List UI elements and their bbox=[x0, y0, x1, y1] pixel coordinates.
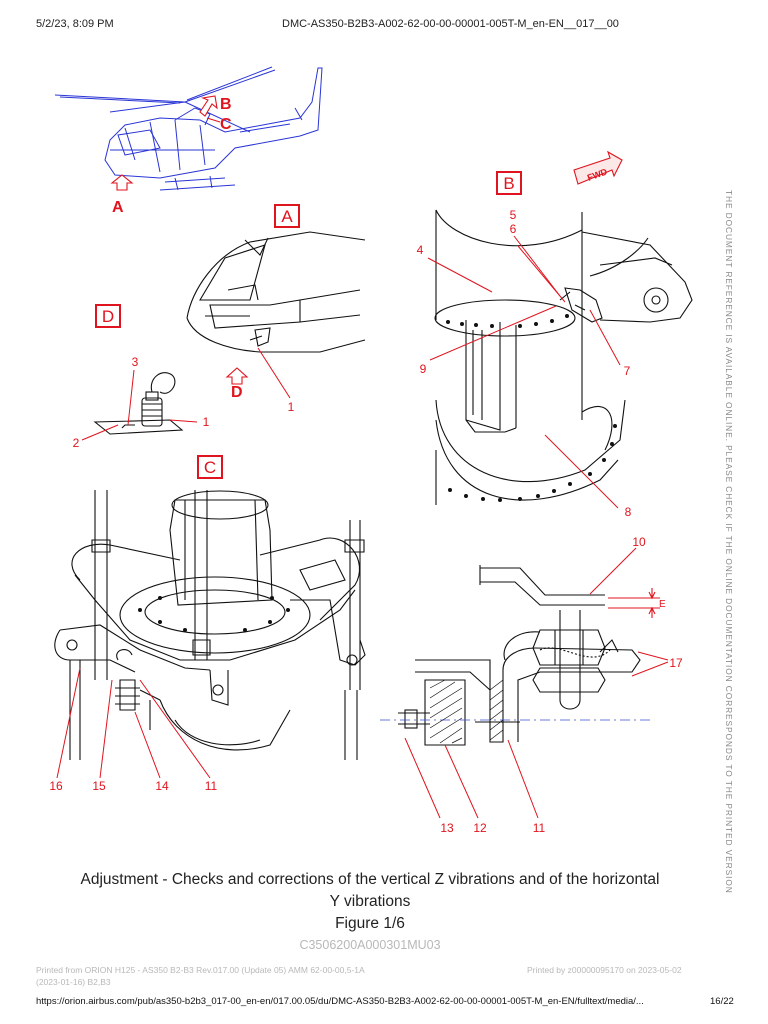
callout-1-detail-a: 1 bbox=[288, 400, 295, 414]
helicopter-overview bbox=[54, 66, 323, 191]
figure-caption-line1: Adjustment - Checks and corrections of t… bbox=[80, 871, 660, 888]
view-label-a: A bbox=[112, 199, 124, 216]
detail-b-drawing bbox=[434, 209, 693, 505]
page-number: 16/22 bbox=[710, 996, 734, 1007]
flange-bolt-holes bbox=[446, 314, 617, 502]
callout-15: 15 bbox=[92, 779, 106, 793]
dimension-label-e: E bbox=[659, 599, 666, 610]
callout-1-detail-d: 1 bbox=[203, 415, 210, 429]
side-notice: THE DOCUMENT REFERENCE IS AVAILABLE ONLI… bbox=[724, 190, 734, 894]
view-label-c: C bbox=[220, 116, 232, 133]
detail-d-drawing bbox=[93, 372, 184, 435]
hatch-lines bbox=[429, 679, 504, 744]
detail-label-d: D bbox=[102, 307, 114, 326]
detail-label-c: C bbox=[204, 458, 216, 477]
footer-printed-from: Printed from ORION H125 - AS350 B2-B3 Re… bbox=[36, 965, 365, 975]
callout-10: 10 bbox=[632, 535, 646, 549]
callout-17: 17 bbox=[669, 656, 683, 670]
callout-12: 12 bbox=[473, 821, 487, 835]
callout-11-detail-c: 11 bbox=[205, 779, 218, 793]
figure-code: C3506200A000301MU03 bbox=[299, 938, 441, 952]
detail-a-drawing bbox=[186, 231, 366, 353]
callout-11-detail-e: 11 bbox=[533, 821, 546, 835]
callout-9: 9 bbox=[420, 362, 427, 376]
detail-e-drawing bbox=[380, 565, 650, 746]
footer-printed-by: Printed by z00000095170 on 2023-05-02 bbox=[527, 965, 682, 975]
callout-13: 13 bbox=[440, 821, 454, 835]
detail-label-a: A bbox=[281, 207, 293, 226]
figure-number: Figure 1/6 bbox=[335, 915, 405, 932]
view-label-d: D bbox=[231, 384, 243, 401]
print-date: 5/2/23, 8:09 PM bbox=[36, 18, 114, 30]
callout-8: 8 bbox=[625, 505, 632, 519]
callout-2: 2 bbox=[73, 436, 80, 450]
callout-4: 4 bbox=[417, 243, 424, 257]
detail-c-drawing bbox=[54, 490, 366, 760]
technical-figure: A B C D A B C D FWD E 1 1 2 3 4 5 6 7 8 … bbox=[49, 66, 693, 835]
footer-date-line: (2023-01-16) B2,B3 bbox=[36, 977, 111, 987]
callout-16: 16 bbox=[49, 779, 63, 793]
detail-label-b: B bbox=[503, 174, 514, 193]
view-label-b: B bbox=[220, 96, 232, 113]
figure-caption-line2: Y vibrations bbox=[329, 893, 411, 910]
callout-7: 7 bbox=[624, 364, 631, 378]
hub-bolt-holes bbox=[138, 596, 290, 632]
callout-14: 14 bbox=[155, 779, 169, 793]
footer-url-link[interactable]: https://orion.airbus.com/pub/as350-b2b3_… bbox=[36, 996, 644, 1007]
callout-3: 3 bbox=[132, 355, 139, 369]
callout-6: 6 bbox=[510, 222, 517, 236]
callout-5: 5 bbox=[510, 208, 517, 222]
document-id: DMC-AS350-B2B3-A002-62-00-00-00001-005T-… bbox=[282, 18, 619, 30]
